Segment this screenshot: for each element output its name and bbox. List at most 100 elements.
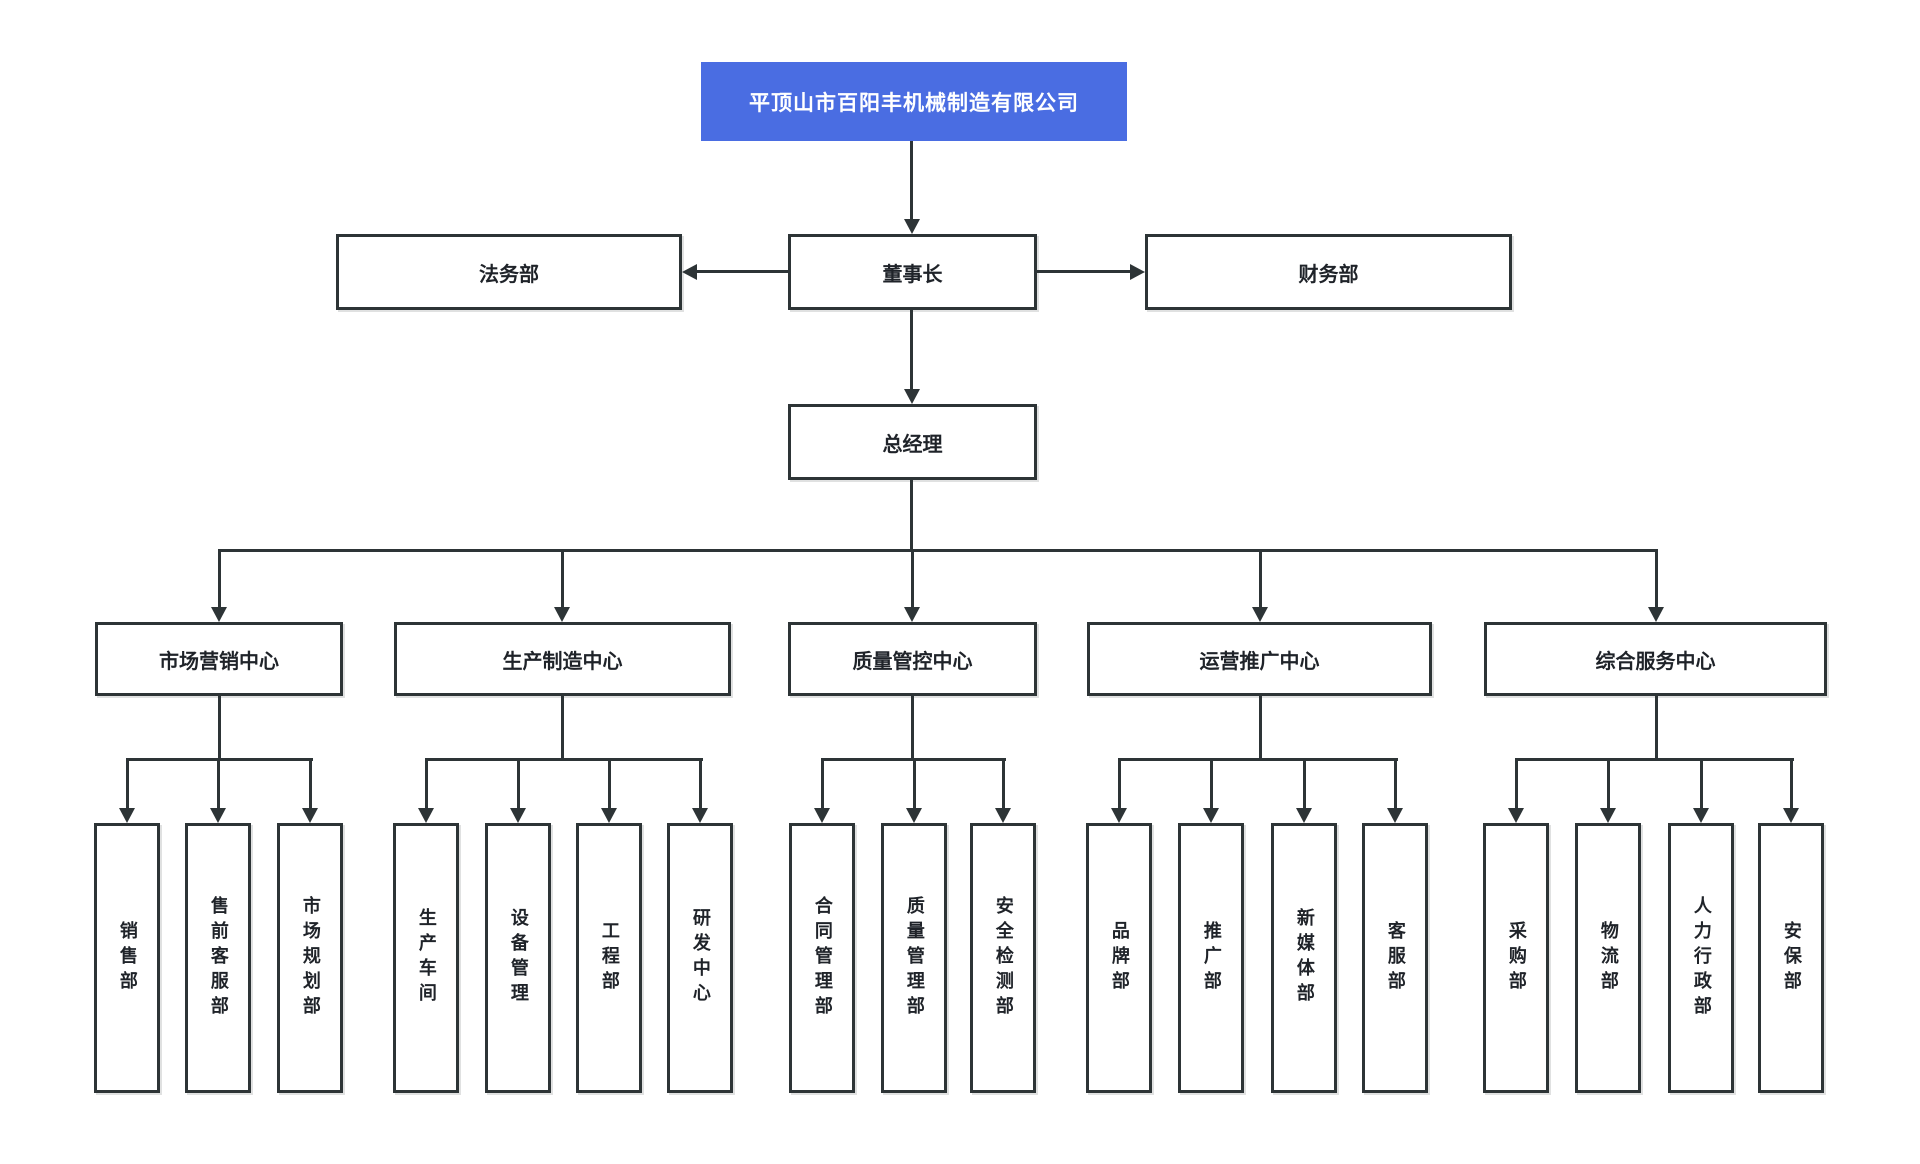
arrow-down-icon xyxy=(692,808,708,823)
connector-line xyxy=(1515,758,1518,809)
node-dept-presales-service: 售前客服部 xyxy=(185,823,251,1093)
arrow-down-icon xyxy=(1203,808,1219,823)
connector-line xyxy=(910,310,913,390)
dept-label: 安保部 xyxy=(1781,920,1802,996)
node-company: 平顶山市百阳丰机械制造有限公司 xyxy=(701,62,1127,141)
connector-line xyxy=(1394,758,1397,809)
arrow-down-icon xyxy=(1296,808,1312,823)
arrow-down-icon xyxy=(1252,607,1268,622)
node-finance-dept: 财务部 xyxy=(1145,234,1512,310)
connector-line xyxy=(425,758,428,809)
dept-label: 生产车间 xyxy=(416,908,437,1008)
dept-label: 研发中心 xyxy=(690,908,711,1008)
arrow-down-icon xyxy=(554,607,570,622)
center-label: 运营推广中心 xyxy=(1199,650,1320,673)
arrow-down-icon xyxy=(510,808,526,823)
node-dept-promotion: 推广部 xyxy=(1178,823,1244,1093)
node-dept-rnd-center: 研发中心 xyxy=(667,823,733,1093)
node-legal-dept: 法务部 xyxy=(336,234,682,310)
arrow-down-icon xyxy=(1508,808,1524,823)
connector-line xyxy=(1607,758,1610,809)
connector-line xyxy=(1002,758,1005,809)
center-label: 质量管控中心 xyxy=(852,650,973,673)
connector-line xyxy=(1119,758,1398,761)
node-center-services: 综合服务中心 xyxy=(1484,622,1827,696)
connector-line xyxy=(217,758,220,809)
general-manager-label: 总经理 xyxy=(882,433,943,456)
dept-label: 人力行政部 xyxy=(1691,895,1712,1021)
arrow-down-icon xyxy=(906,808,922,823)
arrow-down-icon xyxy=(1648,607,1664,622)
connector-line xyxy=(219,549,1658,552)
connector-line xyxy=(1700,758,1703,809)
connector-line xyxy=(309,758,312,809)
arrow-down-icon xyxy=(904,219,920,234)
node-dept-safety-inspection: 安全检测部 xyxy=(970,823,1036,1093)
arrow-down-icon xyxy=(1111,808,1127,823)
connector-line xyxy=(127,758,313,761)
dept-label: 客服部 xyxy=(1385,920,1406,996)
dept-label: 推广部 xyxy=(1201,920,1222,996)
connector-line xyxy=(1516,758,1794,761)
node-dept-engineering: 工程部 xyxy=(576,823,642,1093)
connector-line xyxy=(1655,549,1658,608)
connector-line xyxy=(1790,758,1793,809)
center-label: 综合服务中心 xyxy=(1595,650,1716,673)
connector-line xyxy=(913,758,916,809)
connector-line xyxy=(561,549,564,608)
dept-label: 合同管理部 xyxy=(812,895,833,1021)
node-center-operations: 运营推广中心 xyxy=(1087,622,1432,696)
arrow-down-icon xyxy=(995,808,1011,823)
connector-line xyxy=(911,549,914,608)
connector-line xyxy=(218,696,221,760)
dept-label: 品牌部 xyxy=(1109,920,1130,996)
arrow-down-icon xyxy=(904,389,920,404)
arrow-down-icon xyxy=(601,808,617,823)
connector-line xyxy=(1037,270,1130,273)
connector-line xyxy=(1259,549,1262,608)
dept-label: 售前客服部 xyxy=(208,895,229,1021)
connector-line xyxy=(1118,758,1121,809)
connector-line xyxy=(1210,758,1213,809)
arrow-right-icon xyxy=(1130,264,1145,280)
center-label: 生产制造中心 xyxy=(502,650,623,673)
node-dept-procurement: 采购部 xyxy=(1483,823,1549,1093)
node-center-marketing: 市场营销中心 xyxy=(95,622,343,696)
connector-line xyxy=(910,480,913,551)
node-dept-sales: 销售部 xyxy=(94,823,160,1093)
arrow-down-icon xyxy=(814,808,830,823)
connector-line xyxy=(697,270,788,273)
dept-label: 质量管理部 xyxy=(904,895,925,1021)
connector-line xyxy=(1303,758,1306,809)
connector-line xyxy=(426,758,703,761)
dept-label: 销售部 xyxy=(117,920,138,996)
arrow-down-icon xyxy=(1693,808,1709,823)
node-dept-equipment-mgmt: 设备管理 xyxy=(485,823,551,1093)
dept-label: 工程部 xyxy=(599,920,620,996)
arrow-down-icon xyxy=(418,808,434,823)
node-dept-hr-admin: 人力行政部 xyxy=(1668,823,1734,1093)
arrow-down-icon xyxy=(904,607,920,622)
connector-line xyxy=(517,758,520,809)
chairman-label: 董事长 xyxy=(882,263,943,286)
connector-line xyxy=(911,696,914,760)
connector-line xyxy=(218,549,221,608)
node-dept-customer-service: 客服部 xyxy=(1362,823,1428,1093)
arrow-down-icon xyxy=(211,607,227,622)
dept-label: 安全检测部 xyxy=(993,895,1014,1021)
node-chairman: 董事长 xyxy=(788,234,1037,310)
connector-line xyxy=(821,758,824,809)
legal-dept-label: 法务部 xyxy=(479,263,539,286)
node-center-quality: 质量管控中心 xyxy=(788,622,1037,696)
dept-label: 市场规划部 xyxy=(300,895,321,1021)
node-dept-brand: 品牌部 xyxy=(1086,823,1152,1093)
node-dept-production-workshop: 生产车间 xyxy=(393,823,459,1093)
connector-line xyxy=(608,758,611,809)
connector-line xyxy=(561,696,564,760)
dept-label: 新媒体部 xyxy=(1294,908,1315,1008)
connector-line xyxy=(699,758,702,809)
arrow-down-icon xyxy=(1783,808,1799,823)
dept-label: 设备管理 xyxy=(508,908,529,1008)
node-dept-quality-mgmt: 质量管理部 xyxy=(881,823,947,1093)
